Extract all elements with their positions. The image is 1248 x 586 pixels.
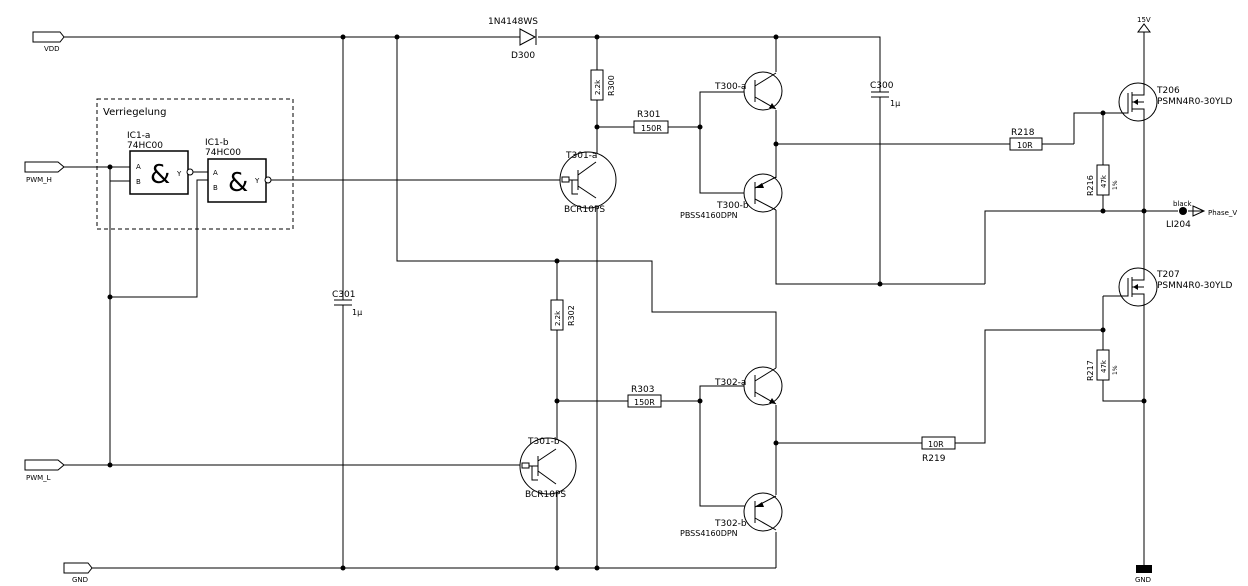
gate-a-ref: IC1-a (127, 131, 150, 141)
t207-ref: T207 (1156, 270, 1180, 280)
gate-b-pin-b: B (213, 184, 218, 192)
r217-ref: R217 (1086, 360, 1095, 381)
gate-a-pin-y: Y (176, 170, 182, 178)
gate-b-pin-a: A (213, 169, 218, 177)
c301-value: 1µ (352, 308, 362, 317)
port-vdd-label: VDD (44, 45, 60, 53)
gate-a-pin-a: A (136, 163, 141, 171)
testpoint-li204: black LI204 (1166, 200, 1193, 230)
t206-value: PSMN4R0-30YLD (1157, 97, 1233, 107)
resistor-r302: 2.2k R302 (550, 299, 576, 331)
gate-b-ref: IC1-b (205, 138, 229, 148)
gate-a-symbol: & (150, 160, 170, 190)
capacitor-c301: C301 1µ (332, 290, 362, 317)
t300a-ref: T300-a (714, 82, 746, 92)
r216-value: 47k (1100, 174, 1108, 188)
d300-ref: D300 (511, 51, 535, 61)
resistor-r216: 47k R216 1% (1086, 164, 1119, 196)
port-gnd-right-label: GND (1135, 576, 1151, 584)
r303-value: 150R (634, 398, 655, 407)
port-phase-v-label: Phase_V (1208, 209, 1237, 217)
c300-value: 1µ (890, 99, 900, 108)
r302-ref: R302 (567, 305, 576, 326)
gate-b-value: 74HC00 (205, 148, 241, 158)
t302a-ref: T302-a (714, 378, 746, 388)
li204-value: black (1173, 200, 1193, 208)
resistor-r217: 47k R217 1% (1086, 349, 1119, 381)
transistor-t301a: T301-a BCR10PS (559, 151, 617, 215)
t300b-value: PBSS4160DPN (680, 211, 738, 220)
interlock-block: Verriegelung (96, 98, 294, 230)
t300b-ref: T300-b (716, 201, 749, 211)
diode-d300: 1N4148WS D300 (488, 17, 538, 61)
r301-ref: R301 (637, 110, 660, 120)
transistor-t302a: T302-a (714, 366, 783, 406)
transistor-t300b: T300-b PBSS4160DPN (680, 173, 783, 220)
r301-value: 150R (641, 124, 662, 133)
port-15v: 15V (1137, 16, 1151, 33)
r216-ref: R216 (1086, 175, 1095, 196)
nand-gate-b: & A B Y IC1-b 74HC00 (205, 138, 272, 203)
port-gnd-left-label: GND (72, 576, 88, 584)
r218-ref: R218 (1011, 128, 1035, 138)
port-gnd-right: GND (1135, 565, 1152, 584)
r300-ref: R300 (607, 75, 616, 96)
nand-gate-a: & A B Y IC1-a 74HC00 (127, 131, 194, 195)
t207-value: PSMN4R0-30YLD (1157, 281, 1233, 291)
r217-value: 47k (1100, 359, 1108, 373)
resistor-r219: 10R R219 (921, 436, 956, 464)
wires (64, 32, 1204, 569)
resistor-r303: 150R R303 (627, 385, 662, 408)
gate-b-symbol: & (228, 168, 248, 198)
transistor-t302b: T302-b PBSS4160DPN (680, 492, 783, 538)
port-pwm-l-label: PWM_L (26, 474, 51, 482)
gate-a-value: 74HC00 (127, 141, 163, 151)
li204-ref: LI204 (1166, 220, 1191, 230)
r300-value: 2.2k (594, 79, 602, 95)
port-vdd: VDD (32, 31, 65, 53)
transistor-t300a: T300-a (714, 71, 783, 111)
gate-a-pin-b: B (136, 178, 141, 186)
t301b-value: BCR10PS (525, 490, 566, 500)
interlock-label: Verriegelung (103, 107, 167, 118)
transistor-t301b: T301-b BCR10PS (519, 437, 577, 500)
port-pwm-h-label: PWM_H (26, 176, 52, 184)
r303-ref: R303 (631, 385, 654, 395)
port-gnd-left: GND (63, 562, 93, 584)
resistor-r300: 2.2k R300 (590, 69, 616, 101)
t302b-value: PBSS4160DPN (680, 529, 738, 538)
resistor-r301: 150R R301 (633, 110, 669, 134)
capacitor-c300: C300 1µ (870, 81, 900, 108)
c300-ref: C300 (870, 81, 894, 91)
t206-ref: T206 (1156, 86, 1180, 96)
port-pwm-h: PWM_H (24, 161, 65, 184)
r218-value: 10R (1017, 141, 1033, 150)
r219-ref: R219 (922, 454, 946, 464)
port-phase-v: Phase_V (1192, 205, 1237, 217)
r217-tol: 1% (1112, 365, 1119, 375)
t301b-ref: T301-b (527, 437, 560, 447)
port-15v-label: 15V (1137, 16, 1151, 24)
t301a-value: BCR10PS (564, 205, 605, 215)
r302-value: 2.2k (554, 310, 562, 326)
mosfet-t207: T207 PSMN4R0-30YLD (1118, 267, 1233, 308)
junctions (107, 34, 1147, 571)
t301a-ref: T301-a (565, 151, 597, 161)
port-pwm-l: PWM_L (24, 459, 65, 482)
d300-value: 1N4148WS (488, 17, 538, 27)
t302b-ref: T302-b (714, 519, 747, 529)
resistor-r218: 10R R218 (1009, 128, 1043, 151)
mosfet-t206: T206 PSMN4R0-30YLD (1118, 82, 1233, 122)
c301-ref: C301 (332, 290, 355, 300)
r216-tol: 1% (1112, 180, 1119, 190)
r219-value: 10R (928, 440, 944, 449)
gate-b-pin-y: Y (254, 177, 260, 185)
